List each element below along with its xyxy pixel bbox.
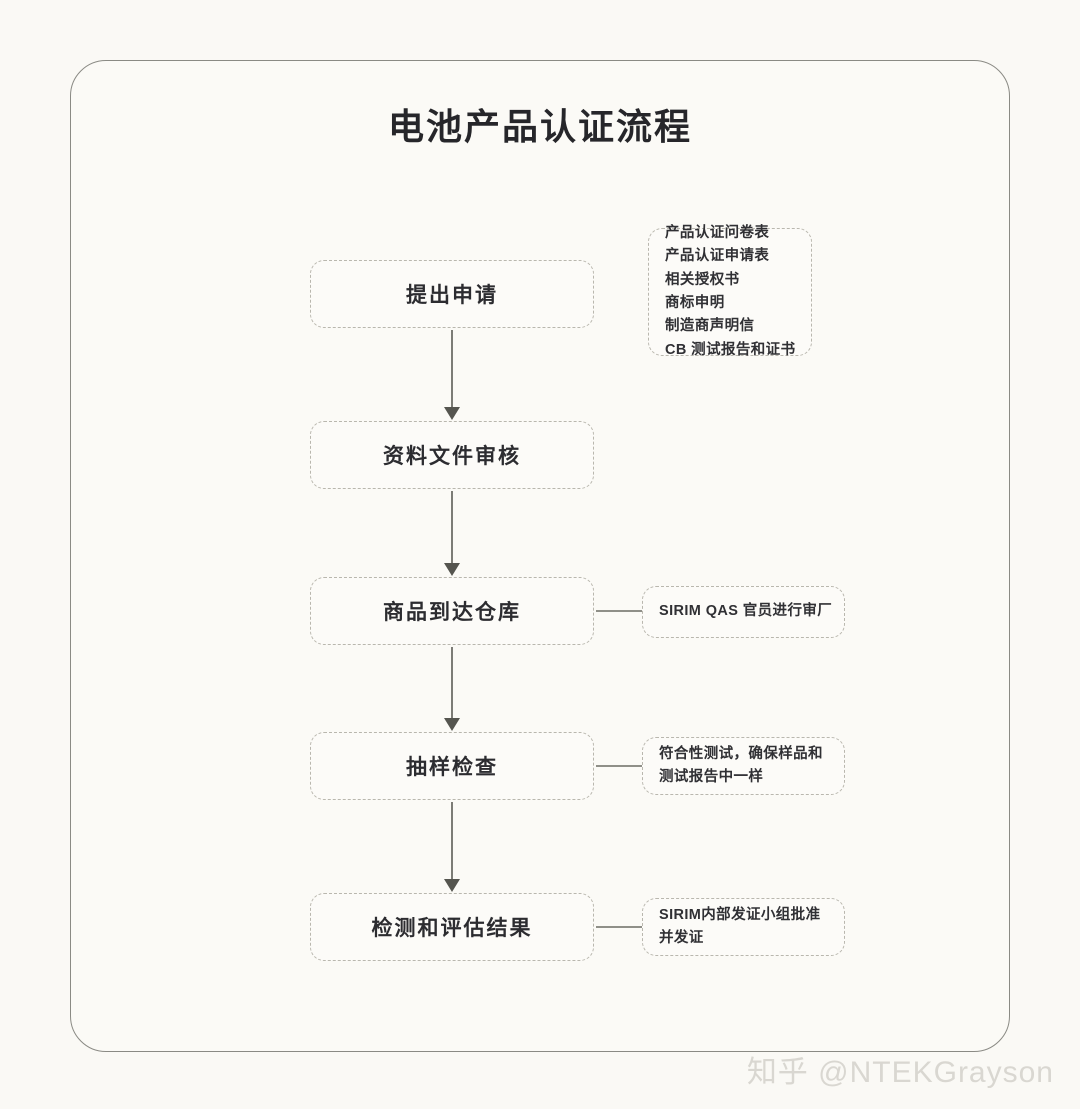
note-line: 测试报告中一样: [659, 769, 764, 785]
flow-node-sampling-inspection[interactable]: 抽样检查: [310, 732, 594, 800]
arrow-down-icon: [451, 647, 453, 729]
note-line: 产品认证问卷表: [665, 224, 770, 241]
flowchart-card: [70, 60, 1010, 1052]
flow-node-label: 资料文件审核: [383, 445, 521, 468]
flow-node-test-evaluation-result[interactable]: 检测和评估结果: [310, 893, 594, 961]
note-line: 商标申明: [665, 295, 725, 311]
note-sirim-factory-audit: SIRIM QAS 官员进行审厂: [642, 586, 845, 638]
note-line: CB 测试报告和证书: [665, 341, 796, 358]
note-line: SIRIM内部发证小组批准: [659, 906, 821, 923]
arrow-down-icon: [451, 330, 453, 418]
flow-node-label: 检测和评估结果: [371, 917, 533, 940]
note-conformity-testing: 符合性测试，确保样品和 测试报告中一样: [642, 737, 845, 795]
flow-node-document-review[interactable]: 资料文件审核: [310, 421, 594, 489]
flow-node-label: 抽样检查: [406, 756, 498, 779]
flow-node-submit-application[interactable]: 提出申请: [310, 260, 594, 328]
note-line: 并发证: [659, 930, 704, 946]
note-line: SIRIM QAS 官员进行审厂: [659, 603, 833, 620]
note-connector-line: [596, 765, 644, 767]
note-connector-line: [596, 610, 644, 612]
note-connector-line: [596, 926, 644, 928]
note-sirim-certificate-issuance: SIRIM内部发证小组批准 并发证: [642, 898, 845, 956]
note-line: 相关授权书: [665, 271, 740, 288]
page-title: 电池产品认证流程: [387, 106, 692, 147]
watermark: 知乎 @NTEKGrayson: [746, 1056, 1054, 1089]
flow-node-goods-arrive-warehouse[interactable]: 商品到达仓库: [310, 577, 594, 645]
note-line: 符合性测试，确保样品和: [659, 745, 823, 762]
note-line: 产品认证申请表: [665, 248, 770, 265]
flow-node-label: 商品到达仓库: [383, 601, 521, 624]
note-required-documents: 产品认证问卷表 产品认证申请表 相关授权书 商标申明 制造商声明信 CB 测试报…: [648, 225, 812, 358]
arrow-down-icon: [451, 802, 453, 890]
note-line: 制造商声明信: [665, 318, 755, 335]
flow-node-label: 提出申请: [406, 284, 498, 307]
arrow-down-icon: [451, 491, 453, 574]
